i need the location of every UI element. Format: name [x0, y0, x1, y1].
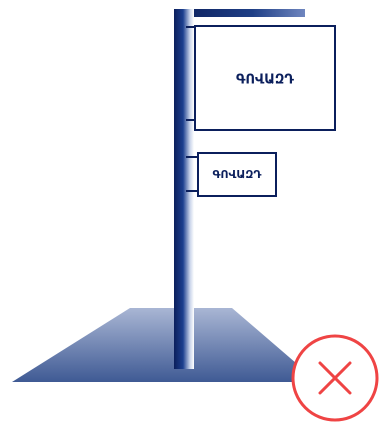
- post: [174, 9, 194, 369]
- sign-hook: [186, 156, 198, 158]
- post-base: [12, 308, 318, 382]
- small-sign-text: ԳՈՎԱԶԴ: [213, 168, 263, 181]
- large-sign-text: ԳՈՎԱԶԴ: [236, 73, 294, 88]
- sign-hook: [186, 190, 198, 192]
- close-button[interactable]: [293, 336, 377, 420]
